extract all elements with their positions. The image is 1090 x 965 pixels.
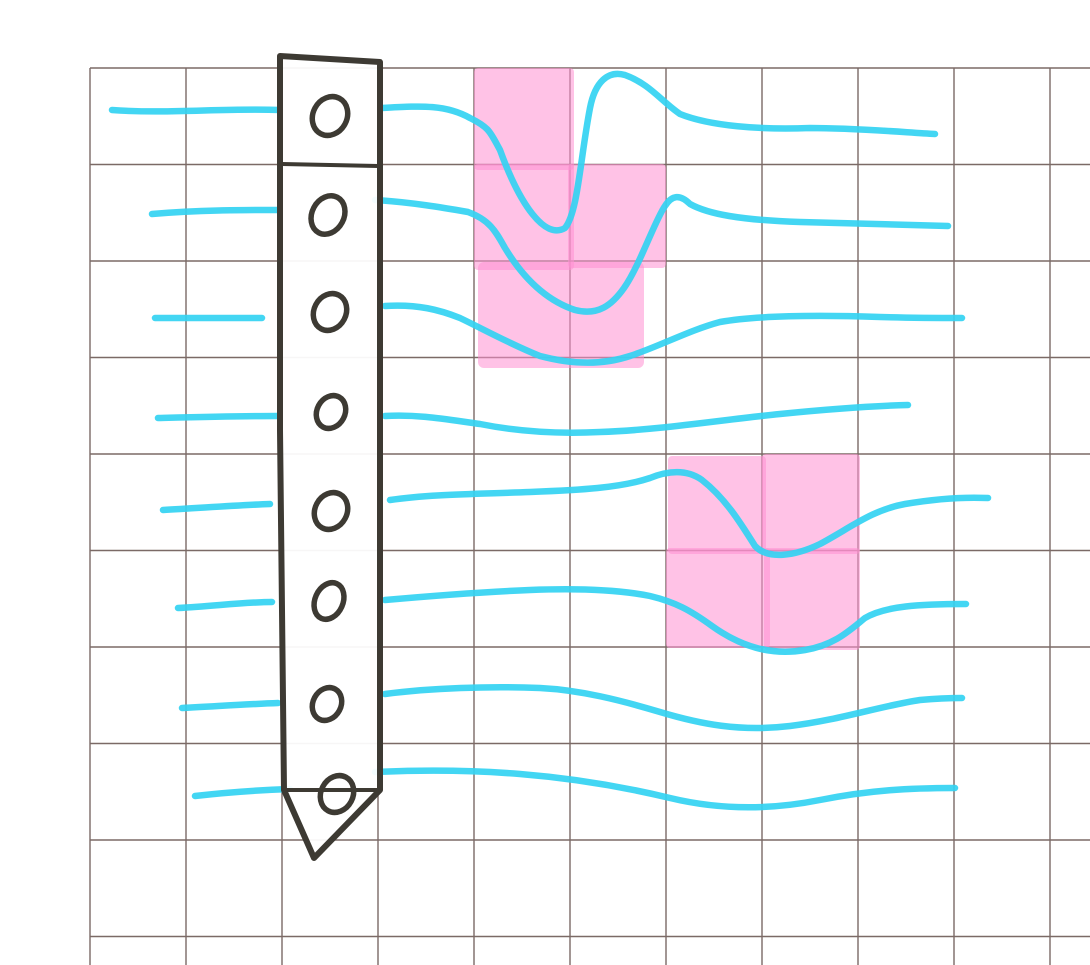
wave-line-6: [174, 586, 970, 655]
highlight-cell: [474, 164, 574, 270]
highlight-cell: [762, 454, 860, 554]
wave-line-5: [159, 469, 992, 559]
highlight-cell: [474, 68, 574, 170]
strip-hole: [310, 290, 350, 334]
strip-hole: [313, 392, 349, 432]
highlight-cell: [764, 548, 860, 650]
highlight-layer: [474, 68, 860, 650]
strip-hole: [309, 684, 345, 724]
wave-line-3: [151, 302, 966, 366]
chart-strip: [277, 53, 383, 861]
strip-outline: [277, 53, 383, 861]
strip-hole: [309, 93, 351, 139]
wave-layer: [108, 70, 992, 811]
strip-divider: [281, 162, 379, 168]
strip-hole: [311, 489, 351, 533]
wave-line-7: [178, 684, 966, 732]
wave-line-2: [148, 193, 952, 315]
strip-hole: [308, 193, 348, 237]
highlight-cell: [666, 548, 770, 648]
highlight-cell: [478, 262, 644, 368]
wave-line-1: [108, 70, 939, 234]
highlight-cell: [568, 164, 666, 268]
strip-hole: [311, 579, 347, 623]
strip-hole: [317, 772, 357, 816]
wave-line-4: [154, 401, 912, 436]
